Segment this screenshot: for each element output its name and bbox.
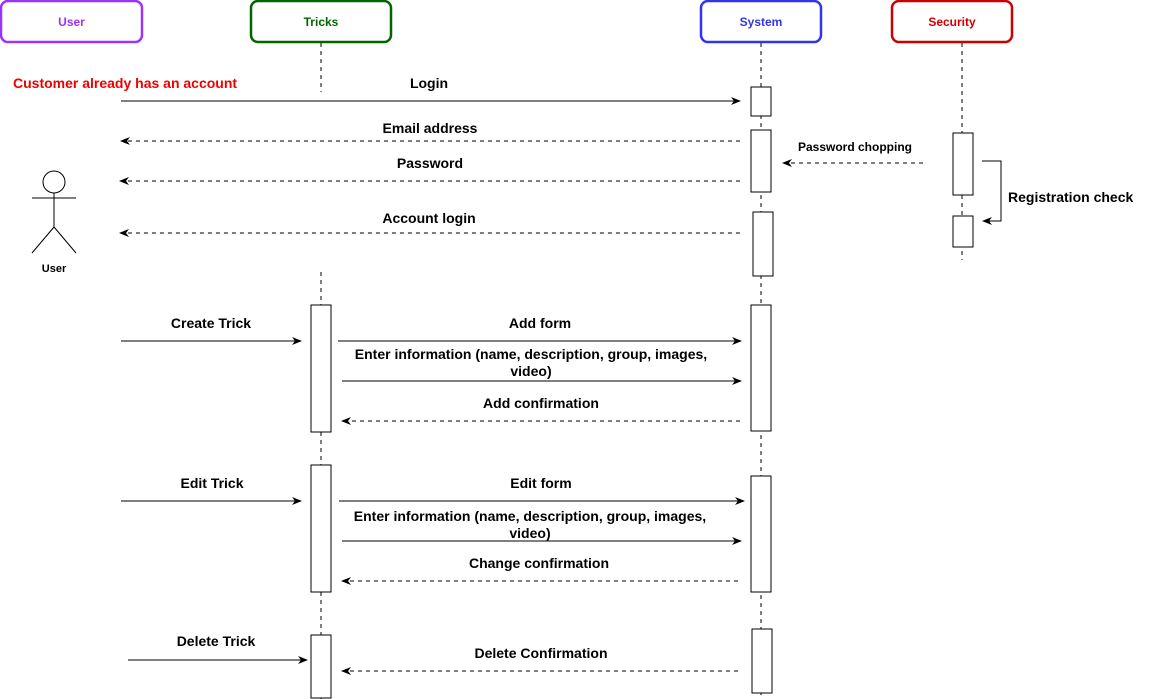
participant-tricks: Tricks (249, 0, 393, 44)
participant-tricks-label: Tricks (304, 15, 339, 29)
participant-user: User (0, 0, 144, 44)
registration-check-arrow (982, 160, 1002, 225)
email-address-label: Email address (383, 120, 478, 136)
participant-user-box (0, 0, 144, 44)
system-activation-3 (752, 211, 774, 277)
security-activation-2 (952, 215, 974, 248)
note-text: Customer already has an account (13, 75, 237, 91)
participant-security-label: Security (928, 15, 976, 29)
message-labels: Login Email address Password Account log… (171, 75, 1134, 661)
participant-tricks-box (249, 0, 393, 44)
edit-form-label: Edit form (510, 475, 571, 491)
participant-system-box (699, 0, 823, 44)
tricks-activation-2 (310, 464, 332, 593)
password-chopping-label: Password chopping (798, 140, 912, 154)
enter-info-2-line2-label: video) (509, 525, 550, 541)
change-confirmation-label: Change confirmation (469, 555, 609, 571)
system-activation-5 (750, 475, 772, 593)
registration-check-label: Registration check (1008, 189, 1133, 205)
activation-bars (310, 86, 974, 699)
password-label: Password (397, 155, 463, 171)
account-login-label: Account login (382, 210, 475, 226)
actor-left-leg (31, 226, 55, 254)
add-confirmation-label: Add confirmation (483, 395, 599, 411)
solid-arrows (121, 97, 1002, 664)
system-activation-2 (750, 129, 772, 193)
actor-label: User (42, 263, 67, 275)
participant-security-box (890, 0, 1014, 44)
enter-info-2-line1-label: Enter information (name, description, gr… (354, 508, 706, 524)
dashed-arrows (119, 137, 923, 675)
security-activation-1 (952, 132, 974, 196)
add-form-label: Add form (509, 315, 571, 331)
participant-user-label: User (58, 15, 85, 29)
system-activation-6 (751, 628, 773, 694)
actor-head (42, 170, 66, 194)
system-activation-4 (750, 304, 772, 432)
delete-trick-label: Delete Trick (177, 633, 256, 649)
create-trick-label: Create Trick (171, 315, 251, 331)
participant-security: Security (890, 0, 1014, 44)
participant-system-label: System (740, 15, 783, 29)
actor-right-leg (53, 226, 77, 254)
tricks-activation-1 (310, 304, 332, 433)
system-activation-1 (750, 86, 772, 117)
login-label: Login (410, 75, 448, 91)
participant-system: System (699, 0, 823, 44)
edit-trick-label: Edit Trick (180, 475, 243, 491)
enter-info-1-line2-label: video) (510, 363, 551, 379)
delete-confirmation-label: Delete Confirmation (474, 645, 607, 661)
tricks-activation-3 (310, 634, 332, 699)
actor-user-icon (31, 170, 77, 254)
enter-info-1-line1-label: Enter information (name, description, gr… (355, 346, 707, 362)
